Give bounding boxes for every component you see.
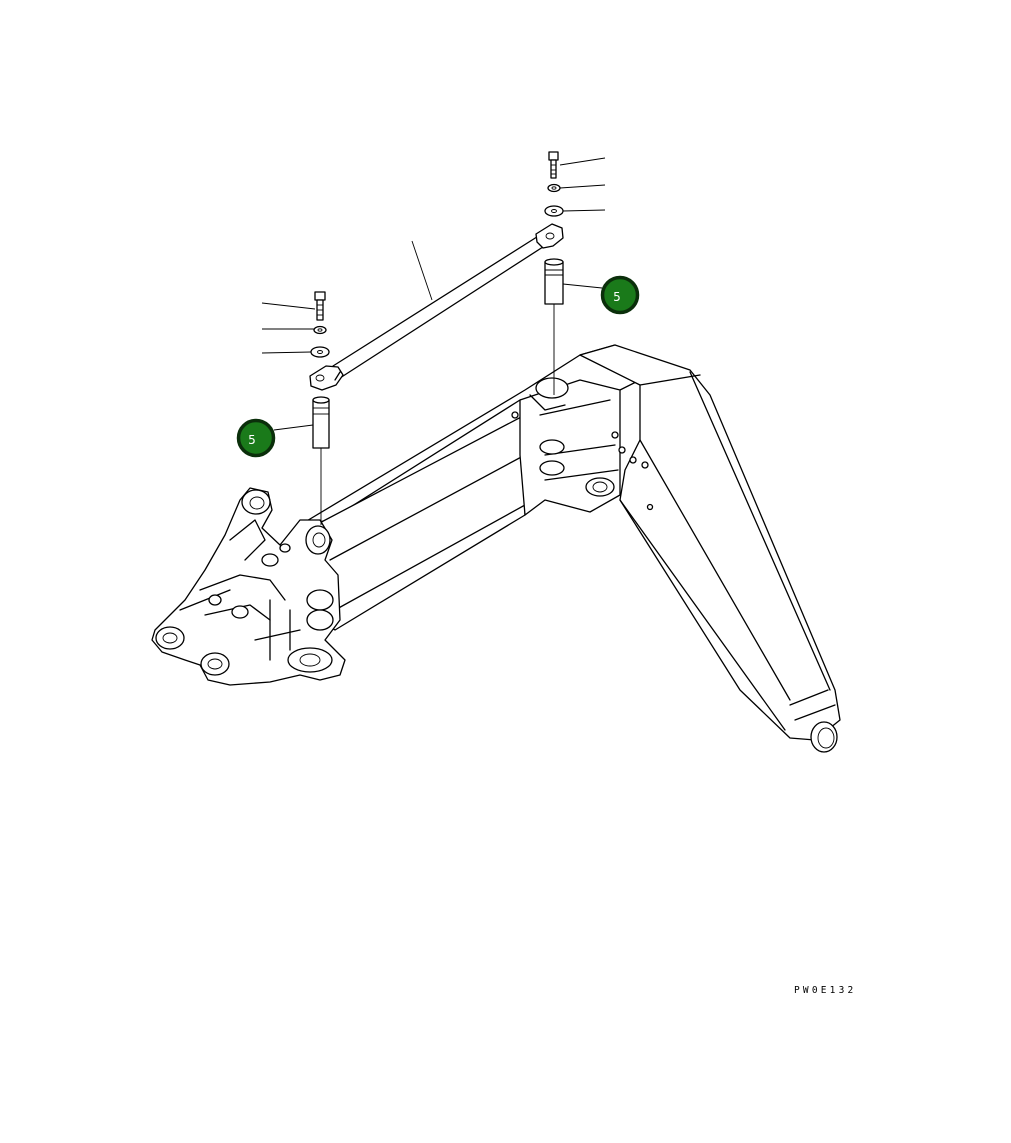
callout-upper: 5 — [600, 275, 640, 315]
lower-hardware-stack — [310, 291, 330, 525]
boom-bracket — [151, 487, 346, 686]
arm-assembly — [299, 344, 841, 753]
drawing-code: PW0E132 — [794, 985, 857, 996]
leader-lines — [261, 157, 606, 431]
callout-upper-label: 5 — [613, 290, 621, 304]
callout-lower: 5 — [236, 418, 276, 458]
upper-hardware-stack — [544, 151, 564, 395]
callout-lower-label: 5 — [248, 433, 256, 447]
connecting-rod — [309, 223, 564, 391]
